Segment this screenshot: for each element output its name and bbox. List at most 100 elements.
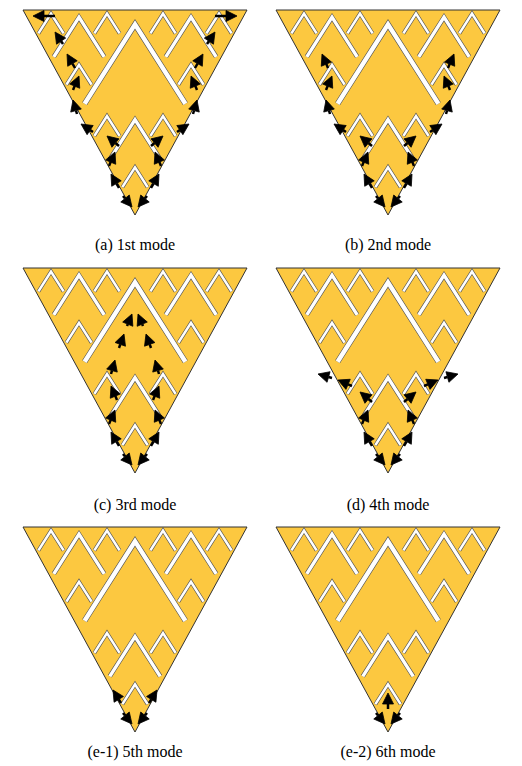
arrow-head	[446, 372, 458, 383]
slit	[403, 374, 428, 394]
fractal-antenna	[276, 10, 500, 215]
slit	[347, 116, 372, 136]
slit-outline	[54, 17, 104, 57]
slit-outline	[178, 582, 203, 602]
slit	[291, 272, 316, 292]
arrow-head	[55, 32, 66, 44]
panel-caption: (e-2) 6th mode	[340, 742, 435, 762]
current-arrow	[107, 360, 118, 374]
current-arrow	[334, 124, 346, 135]
slit-outline	[347, 14, 372, 34]
arrow-head	[111, 432, 121, 444]
antenna-body	[23, 10, 247, 215]
current-arrow	[138, 195, 149, 207]
arrow-head	[374, 712, 385, 724]
current-arrow	[123, 314, 133, 326]
slit	[347, 374, 372, 394]
slit-outline	[459, 272, 484, 292]
panel-caption: (c) 3rd mode	[94, 495, 177, 515]
current-arrow	[391, 712, 402, 724]
slit	[66, 582, 91, 602]
slit-outline	[150, 116, 175, 136]
arrow-shaft	[412, 420, 414, 424]
arrow-shaft	[430, 130, 433, 132]
arrow-shaft	[215, 15, 226, 18]
fractal-antenna	[23, 527, 247, 732]
slit	[419, 534, 469, 574]
current-arrow	[81, 124, 93, 135]
slit-outline	[150, 14, 175, 34]
slit	[150, 531, 175, 551]
arrow-shaft	[424, 384, 428, 386]
arrow-head	[445, 54, 455, 66]
arrow-head	[138, 712, 149, 724]
arrow-head	[374, 453, 385, 465]
arrow-shaft	[151, 143, 155, 146]
slit	[347, 633, 372, 653]
slit	[375, 425, 400, 445]
arrow-shaft	[151, 184, 154, 188]
slit	[85, 541, 186, 620]
arrow-shaft	[123, 454, 125, 456]
arrow-head	[402, 432, 412, 444]
slit-outline	[338, 282, 439, 361]
arrow-shaft	[376, 713, 378, 715]
slit	[94, 531, 119, 551]
current-arrow	[151, 136, 163, 147]
slit	[347, 531, 372, 551]
slit-outline	[403, 14, 428, 34]
arrow-shaft	[109, 162, 111, 166]
current-arrow	[147, 690, 157, 703]
slit	[110, 637, 160, 677]
arrow-head	[442, 100, 453, 112]
arrow-head	[391, 195, 402, 207]
panel-caption: (d) 4th mode	[347, 495, 430, 515]
arrow-shaft	[362, 162, 364, 166]
slit	[291, 531, 316, 551]
arrow-head	[189, 100, 200, 112]
slit	[150, 633, 175, 653]
current-arrow	[391, 195, 402, 207]
current-arrow	[107, 136, 119, 147]
arrow-shaft	[207, 41, 209, 44]
arrow-head	[404, 392, 416, 403]
slit	[347, 272, 372, 292]
slit	[459, 272, 484, 292]
arrow-head	[177, 124, 189, 135]
arrow-head	[150, 386, 160, 398]
slit	[94, 116, 119, 136]
current-arrow	[445, 54, 455, 68]
arrow-head	[359, 152, 369, 164]
slit	[178, 323, 203, 343]
arrow-head	[145, 334, 155, 346]
slit	[403, 116, 428, 136]
arrow-head	[121, 453, 132, 465]
slit-outline	[338, 24, 439, 103]
arrow-head	[443, 76, 453, 88]
current-arrow	[404, 136, 416, 147]
current-arrow	[404, 392, 416, 403]
arrow-head	[149, 174, 159, 186]
arrow-shaft	[404, 442, 407, 446]
current-arrow	[137, 314, 147, 326]
arrow-shaft	[145, 196, 147, 198]
slit-outline	[85, 541, 186, 620]
current-arrow	[359, 152, 369, 166]
antenna-body	[276, 268, 500, 473]
current-arrow	[145, 334, 155, 348]
slit	[166, 17, 216, 57]
arrow-head	[407, 410, 417, 422]
slit	[291, 14, 316, 34]
slit-outline	[347, 374, 372, 394]
slit-outline	[38, 531, 63, 551]
slit	[150, 272, 175, 292]
arrow-head	[138, 453, 149, 465]
arrow-shaft	[150, 344, 151, 348]
current-arrow	[383, 693, 394, 709]
slit-outline	[347, 531, 372, 551]
current-arrow	[106, 410, 116, 424]
panel-caption: (b) 2nd mode	[345, 235, 431, 255]
slit-outline	[319, 582, 344, 602]
slit	[122, 425, 147, 445]
